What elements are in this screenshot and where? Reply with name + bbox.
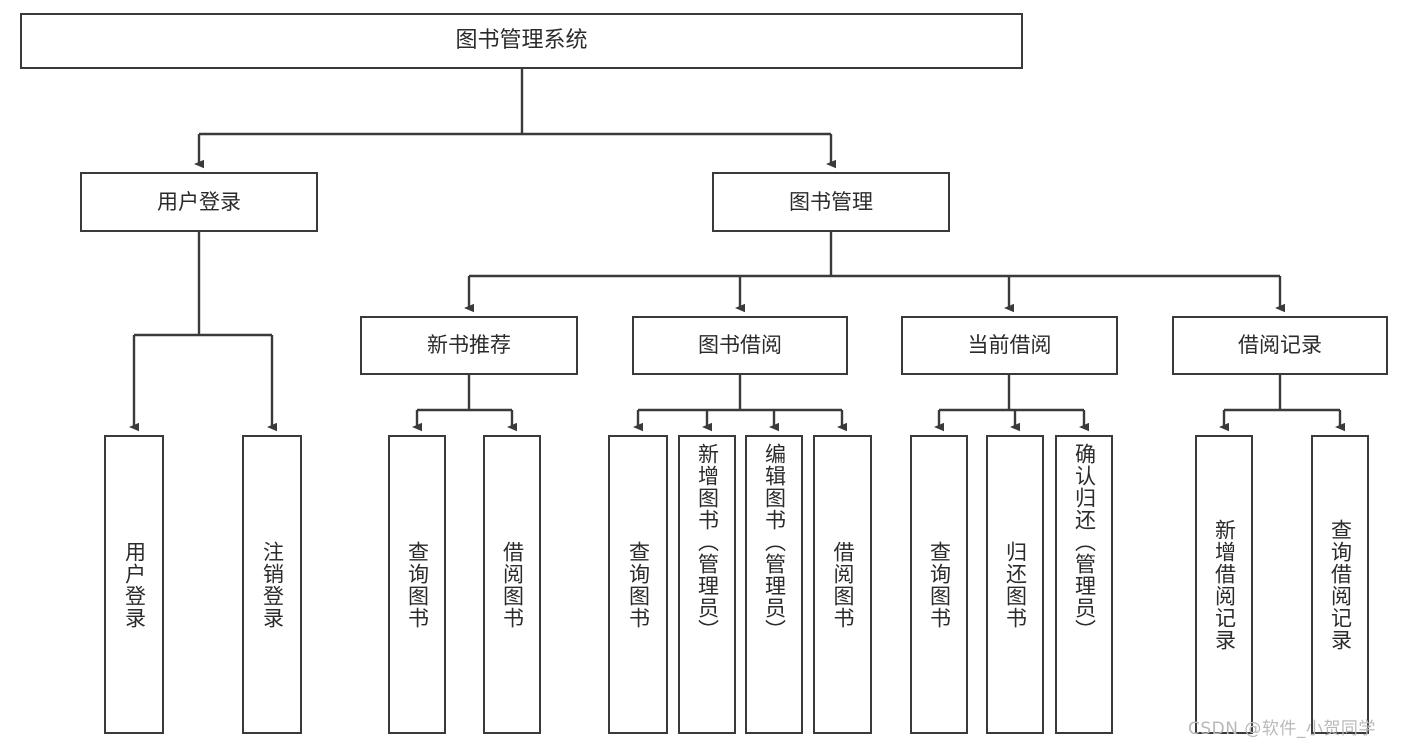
- node-leaf-borrow-book-2-label: 借阅图书: [831, 540, 855, 629]
- node-new-book-recommend-label: 新书推荐: [427, 333, 511, 358]
- node-leaf-query-book-3[interactable]: 查询图书: [910, 435, 968, 734]
- node-leaf-add-book[interactable]: 新增图书（管理员）: [678, 435, 736, 734]
- watermark: CSDN @软件_小贺同学: [1188, 719, 1376, 739]
- node-leaf-return-book-label: 归还图书: [1003, 540, 1028, 629]
- node-leaf-query-book-1-label: 查询图书: [405, 540, 430, 629]
- node-current-borrow[interactable]: 当前借阅: [901, 316, 1118, 375]
- node-user-login[interactable]: 用户登录: [80, 172, 318, 232]
- node-borrow-records[interactable]: 借阅记录: [1172, 316, 1388, 375]
- node-leaf-edit-book-label: 编辑图书（管理员）: [762, 443, 787, 641]
- node-book-borrow-label: 图书借阅: [698, 333, 782, 358]
- node-current-borrow-label: 当前借阅: [967, 333, 1052, 358]
- node-leaf-add-book-label: 新增图书（管理员）: [695, 443, 720, 641]
- node-user-login-label: 用户登录: [157, 189, 241, 214]
- node-book-management[interactable]: 图书管理: [712, 172, 950, 232]
- node-borrow-records-label: 借阅记录: [1238, 333, 1322, 358]
- node-leaf-borrow-book-1-label: 借阅图书: [500, 540, 525, 629]
- node-leaf-query-book-2-label: 查询图书: [626, 540, 651, 629]
- node-leaf-logout[interactable]: 注销登录: [242, 435, 302, 734]
- node-leaf-add-record[interactable]: 新增借阅记录: [1195, 435, 1253, 734]
- node-leaf-edit-book[interactable]: 编辑图书（管理员）: [745, 435, 803, 734]
- node-leaf-query-book-3-label: 查询图书: [927, 540, 952, 629]
- node-root-label: 图书管理系统: [455, 28, 588, 54]
- node-leaf-borrow-book-2[interactable]: 借阅图书: [813, 435, 872, 734]
- node-leaf-confirm-return-label: 确认归还（管理员）: [1072, 443, 1097, 641]
- node-leaf-logout-label: 注销登录: [260, 540, 285, 629]
- node-leaf-return-book[interactable]: 归还图书: [986, 435, 1044, 734]
- node-leaf-user-login[interactable]: 用户登录: [104, 435, 164, 734]
- node-leaf-add-record-label: 新增借阅记录: [1212, 518, 1237, 651]
- node-root[interactable]: 图书管理系统: [20, 13, 1023, 69]
- node-book-borrow[interactable]: 图书借阅: [632, 316, 848, 375]
- node-leaf-confirm-return[interactable]: 确认归还（管理员）: [1055, 435, 1113, 734]
- node-leaf-query-record[interactable]: 查询借阅记录: [1311, 435, 1369, 734]
- node-leaf-user-login-label: 用户登录: [122, 540, 147, 629]
- node-leaf-query-book-2[interactable]: 查询图书: [608, 435, 668, 734]
- node-book-management-label: 图书管理: [789, 189, 873, 214]
- node-leaf-query-record-label: 查询借阅记录: [1328, 518, 1353, 651]
- node-leaf-query-book-1[interactable]: 查询图书: [388, 435, 446, 734]
- node-new-book-recommend[interactable]: 新书推荐: [360, 316, 578, 375]
- node-leaf-borrow-book-1[interactable]: 借阅图书: [483, 435, 541, 734]
